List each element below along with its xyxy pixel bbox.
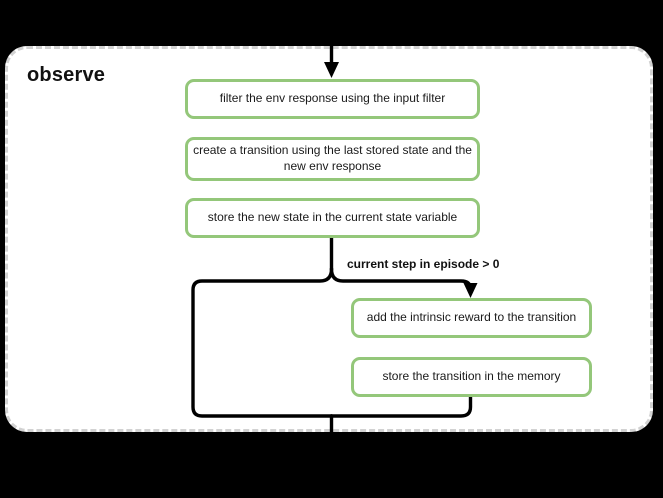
condition-true-connector: [329, 267, 473, 291]
step-label: create a transition using the last store…: [193, 143, 472, 173]
step-box-create-transition: create a transition using the last store…: [185, 137, 480, 181]
group-title: observe: [27, 64, 106, 86]
branch-arrowhead: [463, 283, 478, 298]
step-box-add-intrinsic-reward: add the intrinsic reward to the transiti…: [351, 298, 592, 338]
step-label: filter the env response using the input …: [219, 91, 446, 106]
step-box-store-new-state: store the new state in the current state…: [185, 198, 480, 238]
step-box-store-transition: store the transition in the memory: [351, 357, 592, 397]
step-box-filter-env-response: filter the env response using the input …: [185, 79, 480, 119]
bypass-connector: [191, 267, 334, 418]
merge-connector: [329, 395, 473, 418]
step-label: store the new state in the current state…: [207, 210, 458, 225]
step-label: store the transition in the memory: [382, 369, 561, 384]
step-label: add the intrinsic reward to the transiti…: [366, 310, 577, 325]
entry-arrowhead: [324, 62, 339, 78]
condition-label: current step in episode > 0: [347, 257, 500, 271]
